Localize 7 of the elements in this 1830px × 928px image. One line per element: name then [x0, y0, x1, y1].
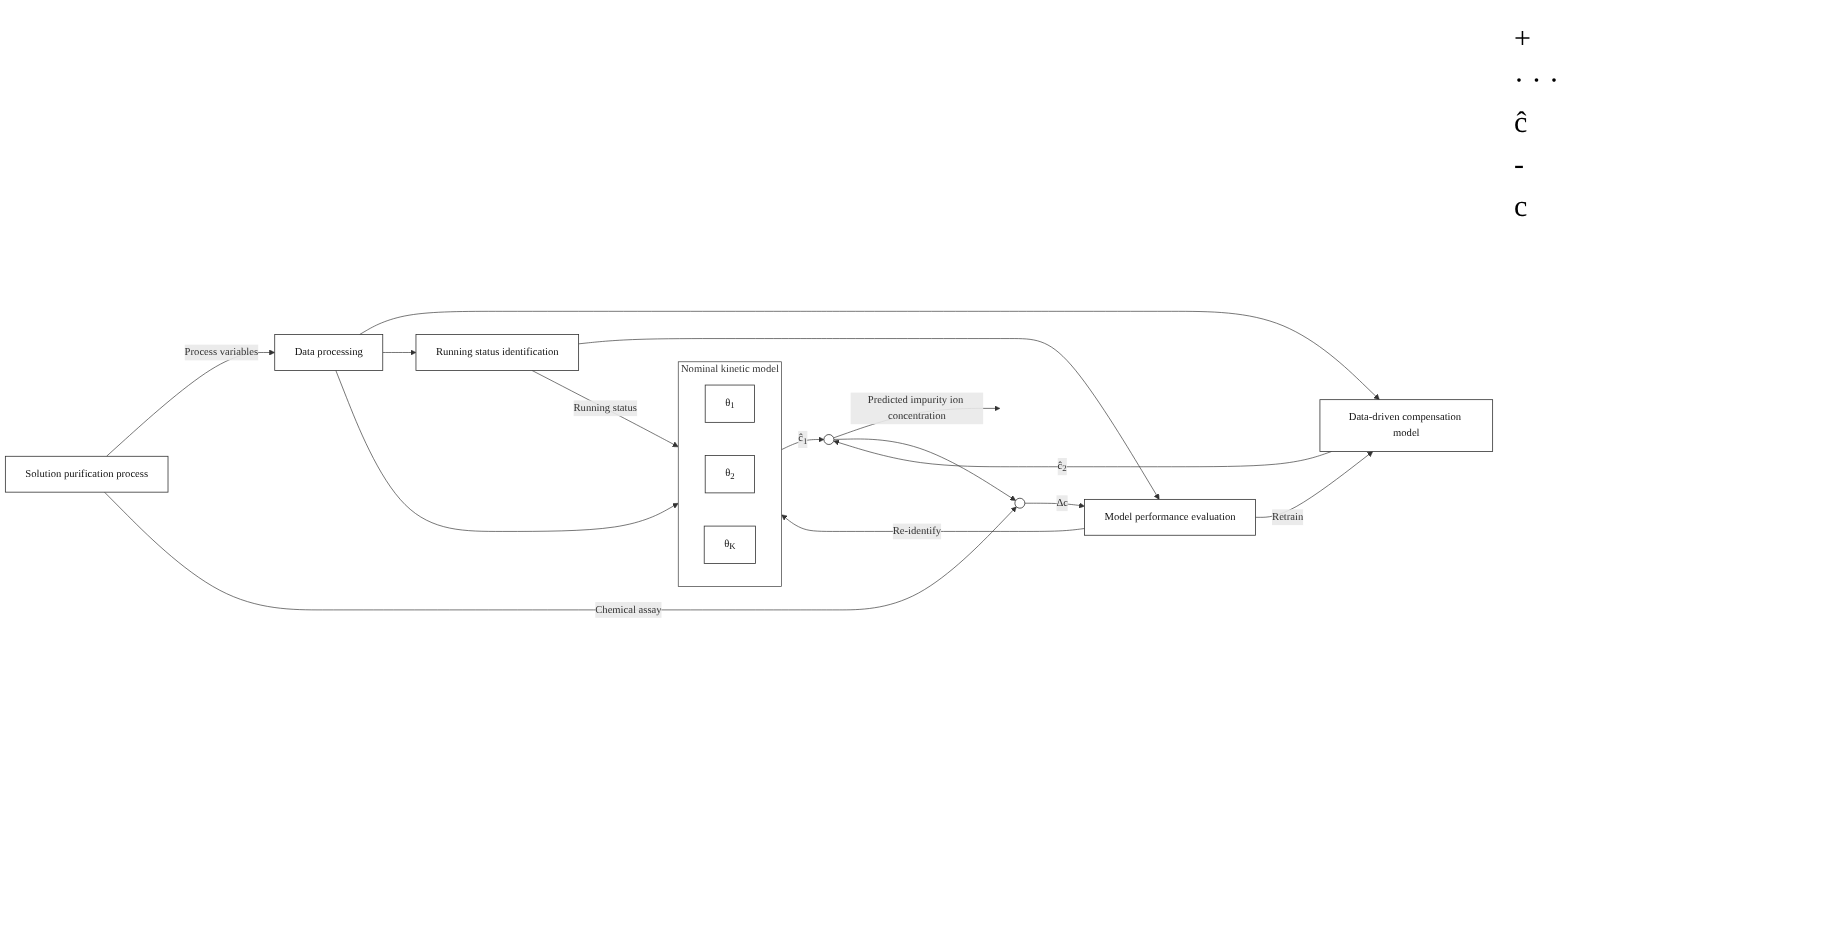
label-text: + [1514, 24, 1533, 58]
node-circle [1014, 497, 1026, 508]
label-text: - [1514, 150, 1526, 184]
label-text: c [1514, 192, 1530, 226]
label-text: · · · [1514, 66, 1561, 100]
node-circle [823, 433, 835, 445]
label-text: ĉ [1514, 108, 1530, 142]
